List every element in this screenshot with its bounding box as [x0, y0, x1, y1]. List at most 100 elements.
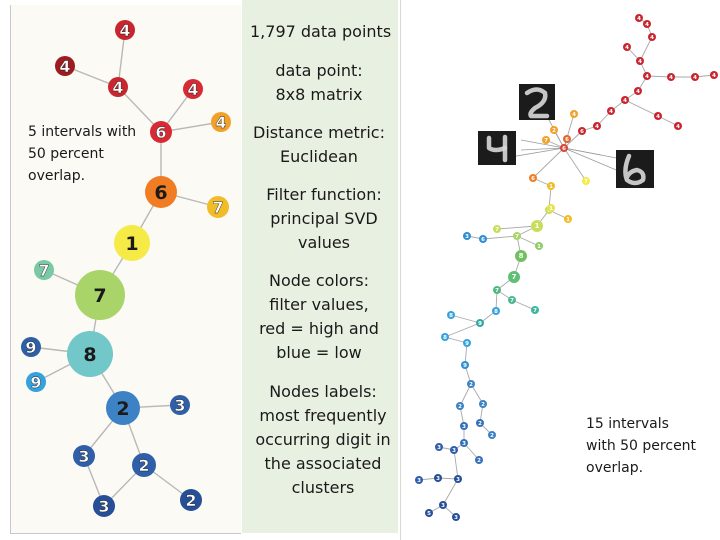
graph-node-label: 2	[138, 456, 149, 475]
graph-node-label: 4	[595, 124, 599, 130]
graph-node-label: 1	[566, 217, 570, 223]
graph-node-4	[691, 73, 699, 81]
graph-node-label: 7	[495, 288, 499, 294]
digit-six-thumbnail	[616, 150, 654, 188]
graph-edge	[563, 147, 587, 182]
graph-node-4	[634, 87, 642, 95]
graph-node-6	[563, 135, 571, 143]
graph-node-label: 9	[478, 321, 482, 327]
graph-node-6	[560, 144, 568, 152]
graph-node-label: 6	[154, 182, 167, 204]
graph-node-8	[515, 250, 527, 262]
left-intervals-note: 5 intervals with 50 percent overlap.	[28, 124, 137, 184]
graph-node-label: 4	[645, 22, 649, 28]
graph-node-4	[607, 107, 615, 115]
graph-node-4	[667, 73, 675, 81]
graph-node-4	[710, 71, 718, 79]
graph-node-7	[582, 177, 590, 185]
graph-node-label: 3	[462, 441, 466, 447]
graph-node-label: 8	[519, 252, 524, 260]
graph-edge	[496, 225, 538, 230]
graph-node-2	[106, 391, 140, 425]
graph-edge	[624, 99, 659, 117]
graph-node-label: 2	[477, 458, 481, 464]
graph-node-2	[488, 431, 496, 439]
graph-node-label: 2	[116, 398, 129, 420]
graph-node-7	[513, 232, 521, 240]
graph-node-4	[55, 56, 75, 76]
graph-node-5	[425, 509, 433, 517]
graph-node-label: 4	[637, 16, 641, 22]
graph-node-label: 4	[650, 35, 654, 41]
graph-node-3	[460, 422, 468, 430]
graph-node-label: 4	[119, 21, 130, 40]
graph-node-2	[467, 380, 475, 388]
graph-node-4	[108, 77, 128, 97]
graph-node-3	[434, 474, 442, 482]
graph-edge	[516, 235, 540, 247]
graph-node-label: 3	[98, 497, 109, 516]
graph-node-label: 4	[112, 78, 123, 97]
graph-node-7	[207, 196, 229, 218]
right-intervals-note: 15 intervals with 50 percent overlap.	[586, 416, 697, 476]
graph-node-label: 3	[465, 234, 469, 240]
graph-node-4	[648, 33, 656, 41]
graph-node-label: 3	[441, 503, 445, 509]
graph-node-2	[479, 400, 487, 408]
graph-node-7	[531, 306, 539, 314]
graph-node-4	[643, 72, 651, 80]
graph-node-4	[674, 122, 682, 130]
graph-node-label: 1	[537, 244, 541, 250]
graph-node-3	[460, 439, 468, 447]
graph-edge	[442, 478, 459, 506]
graph-node-6	[145, 176, 177, 208]
graph-node-3	[463, 232, 471, 240]
graph-node-label: 6	[481, 237, 485, 243]
graph-node-label: 2	[490, 433, 494, 439]
graph-node-label: 8	[83, 344, 96, 366]
graph-node-label: 9	[25, 338, 36, 357]
graph-node-4	[636, 57, 644, 65]
graph-edge	[639, 36, 653, 62]
graph-node-9	[461, 361, 469, 369]
graph-node-label: 3	[456, 477, 460, 483]
graph-node-label: 4	[215, 113, 226, 132]
graph-node-label: 7	[510, 298, 514, 304]
graph-node-label: 3	[436, 476, 440, 482]
node-colors-text: Node colors: filter values, red = high a…	[259, 271, 379, 362]
graph-edge	[511, 299, 536, 311]
graph-node-9	[21, 337, 41, 357]
distance-metric-text: Distance metric: Euclidean	[253, 123, 385, 166]
graph-node-8	[441, 333, 449, 341]
graph-node-label: 4	[609, 109, 613, 115]
graph-node-label: 7	[38, 261, 49, 280]
graph-node-label: 2	[185, 491, 196, 510]
graph-node-label: 6	[565, 137, 569, 143]
graph-node-4	[115, 20, 135, 40]
graph-node-label: 4	[676, 124, 680, 130]
graph-edge	[459, 383, 472, 407]
graph-node-label: 5	[427, 511, 431, 517]
graph-node-7	[75, 270, 125, 320]
graph-node-label: 4	[572, 112, 576, 118]
graph-node-label: 7	[512, 273, 517, 281]
graph-node-label: 4	[59, 57, 70, 76]
digit-four-thumbnail	[478, 131, 516, 165]
graph-node-label: 6	[562, 146, 566, 152]
filter-function-text: Filter function: principal SVD values	[266, 185, 382, 252]
graph-node-4	[654, 112, 662, 120]
thumbnail-pointer	[520, 139, 565, 149]
graph-node-label: 8	[494, 309, 498, 315]
graph-node-8	[447, 311, 455, 319]
graph-node-6	[529, 174, 537, 182]
graph-node-label: 3	[78, 447, 89, 466]
graph-node-9	[476, 319, 484, 327]
graph-node-9	[463, 339, 471, 347]
graph-node-8	[492, 307, 500, 315]
graph-node-label: 3	[452, 448, 456, 454]
graph-node-label: 8	[443, 335, 447, 341]
graph-node-1	[531, 220, 543, 232]
graph-node-7	[493, 225, 501, 233]
